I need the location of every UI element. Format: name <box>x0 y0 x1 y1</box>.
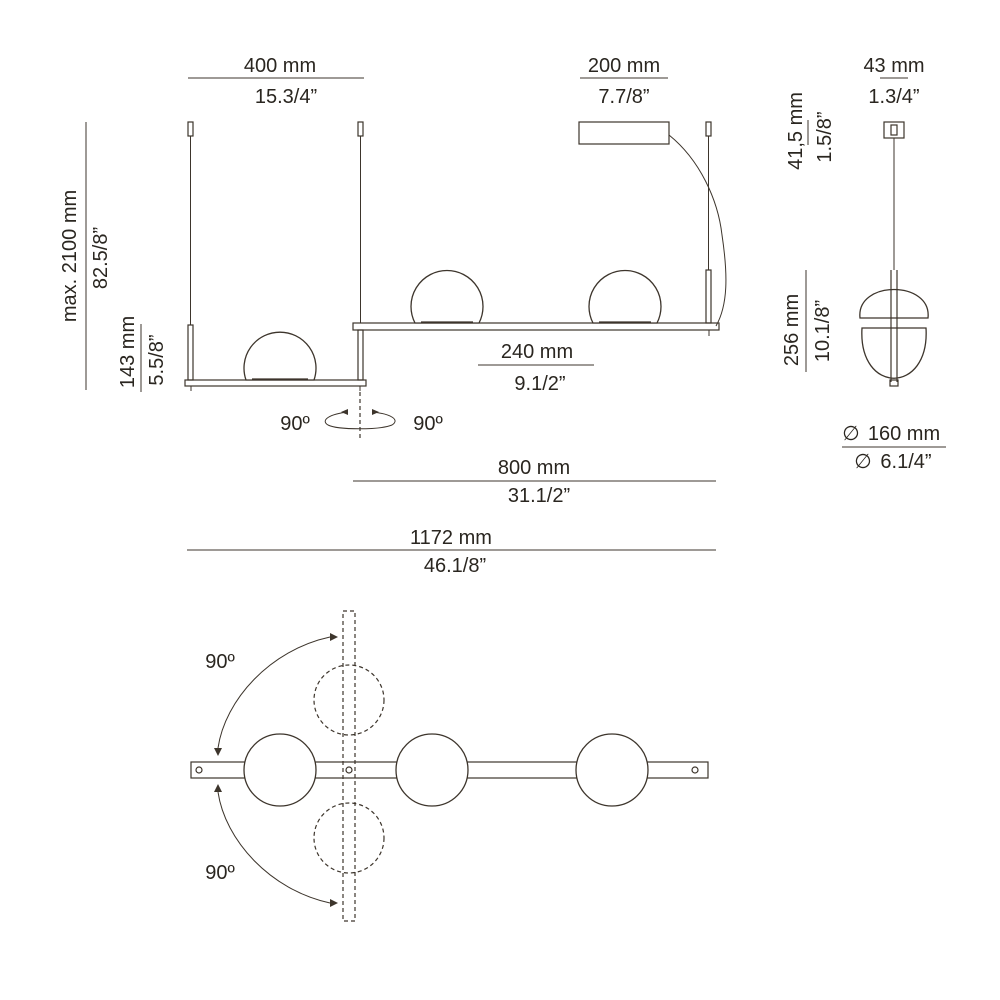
front-view: 90º 90º <box>184 121 727 440</box>
top-arrow-lower-2 <box>330 899 338 907</box>
top-globe-2 <box>395 733 469 807</box>
dim-1172-mm: 1172 mm <box>410 527 492 549</box>
ceiling-anchor-right <box>705 121 712 137</box>
globe-right <box>588 269 662 324</box>
lower-arm-bar <box>184 379 367 387</box>
dim-43: 43 mm 1.3/4” <box>863 55 924 108</box>
top-rotation-label-upper: 90º <box>205 651 235 673</box>
dim-200-inch: 7.7/8” <box>598 86 649 108</box>
dim-160-inch: 6.1/4” <box>880 451 931 473</box>
connector-post <box>357 329 364 381</box>
power-cable <box>668 134 727 327</box>
top-globe-rotated-upper <box>313 664 385 736</box>
rotation-label-right: 90º <box>413 413 443 435</box>
top-hole-mid <box>345 766 353 774</box>
dim-256-mm: 256 mm <box>781 294 803 366</box>
dim-143: 143 mm 5.5/8” <box>117 316 168 392</box>
cable-grip-right <box>705 269 712 324</box>
dim-240: 240 mm 9.1/2” <box>478 341 594 395</box>
rotation-arrow-right <box>372 409 379 415</box>
top-rotation-arc-lower <box>217 791 331 904</box>
dim-400: 400 mm 15.3/4” <box>188 55 364 108</box>
dim-200-mm: 200 mm <box>588 55 660 77</box>
dim-240-inch: 9.1/2” <box>514 373 565 395</box>
upper-bar <box>352 322 720 331</box>
side-globe-lower <box>861 327 927 379</box>
dim-256-inch: 10.1/8” <box>812 300 834 362</box>
side-canopy-inner <box>890 124 898 136</box>
dim-160-mm: 160 mm <box>868 423 940 445</box>
top-arrow-upper-1 <box>330 633 338 641</box>
dim-1172: 1172 mm 46.1/8” <box>187 527 716 577</box>
globe-left <box>243 331 317 381</box>
dim-160: ∅ 160 mm ∅ 6.1/4” <box>842 423 946 473</box>
cable-grip-left <box>187 324 194 381</box>
dim-2100: max. 2100 mm 82.5/8” <box>59 122 112 390</box>
globe-mid <box>410 269 484 324</box>
side-view <box>859 121 929 387</box>
dim-43-mm: 43 mm <box>863 55 924 77</box>
rotation-arc <box>324 411 396 430</box>
rotation-arrow-left <box>341 409 348 415</box>
dim-2100-inch: 82.5/8” <box>90 227 112 289</box>
side-globe-upper <box>859 289 929 319</box>
dim-143-inch: 5.5/8” <box>146 334 168 385</box>
side-rod-cap <box>889 379 899 387</box>
dim-1172-inch: 46.1/8” <box>424 555 486 577</box>
dim-41-5: 41,5 mm 1.5/8” <box>785 92 836 170</box>
dim-43-inch: 1.3/4” <box>868 86 919 108</box>
top-globe-rotated-lower <box>313 802 385 874</box>
dim-800-inch: 31.1/2” <box>508 485 570 507</box>
dim-240-mm: 240 mm <box>501 341 573 363</box>
top-hole-left <box>195 766 203 774</box>
top-view: 90º 90º <box>190 610 709 922</box>
dim-2100-mm: max. 2100 mm <box>59 190 81 322</box>
driver-box <box>578 121 670 145</box>
dim-800: 800 mm 31.1/2” <box>353 457 716 507</box>
dim-41-5-mm: 41,5 mm <box>785 92 807 170</box>
top-globe-3 <box>575 733 649 807</box>
dim-400-inch: 15.3/4” <box>255 86 317 108</box>
top-rotation-label-lower: 90º <box>205 862 235 884</box>
top-hole-right <box>691 766 699 774</box>
dim-143-mm: 143 mm <box>117 316 139 388</box>
diameter-symbol: ∅ <box>842 423 859 445</box>
ceiling-anchor-mid <box>357 121 364 137</box>
top-rotation-arc-upper <box>217 636 331 749</box>
dim-400-mm: 400 mm <box>244 55 316 77</box>
top-arrow-upper-2 <box>214 748 222 756</box>
dim-256: 256 mm 10.1/8” <box>781 270 834 372</box>
top-arrow-lower-1 <box>214 784 222 792</box>
top-globe-1 <box>243 733 317 807</box>
rotation-label-left: 90º <box>280 413 310 435</box>
ceiling-anchor-left <box>187 121 194 137</box>
dim-200: 200 mm 7.7/8” <box>580 55 668 108</box>
dim-800-mm: 800 mm <box>498 457 570 479</box>
diameter-symbol-2: ∅ <box>854 451 871 473</box>
dim-41-5-inch: 1.5/8” <box>814 111 836 162</box>
top-arm-rotated <box>342 610 356 922</box>
